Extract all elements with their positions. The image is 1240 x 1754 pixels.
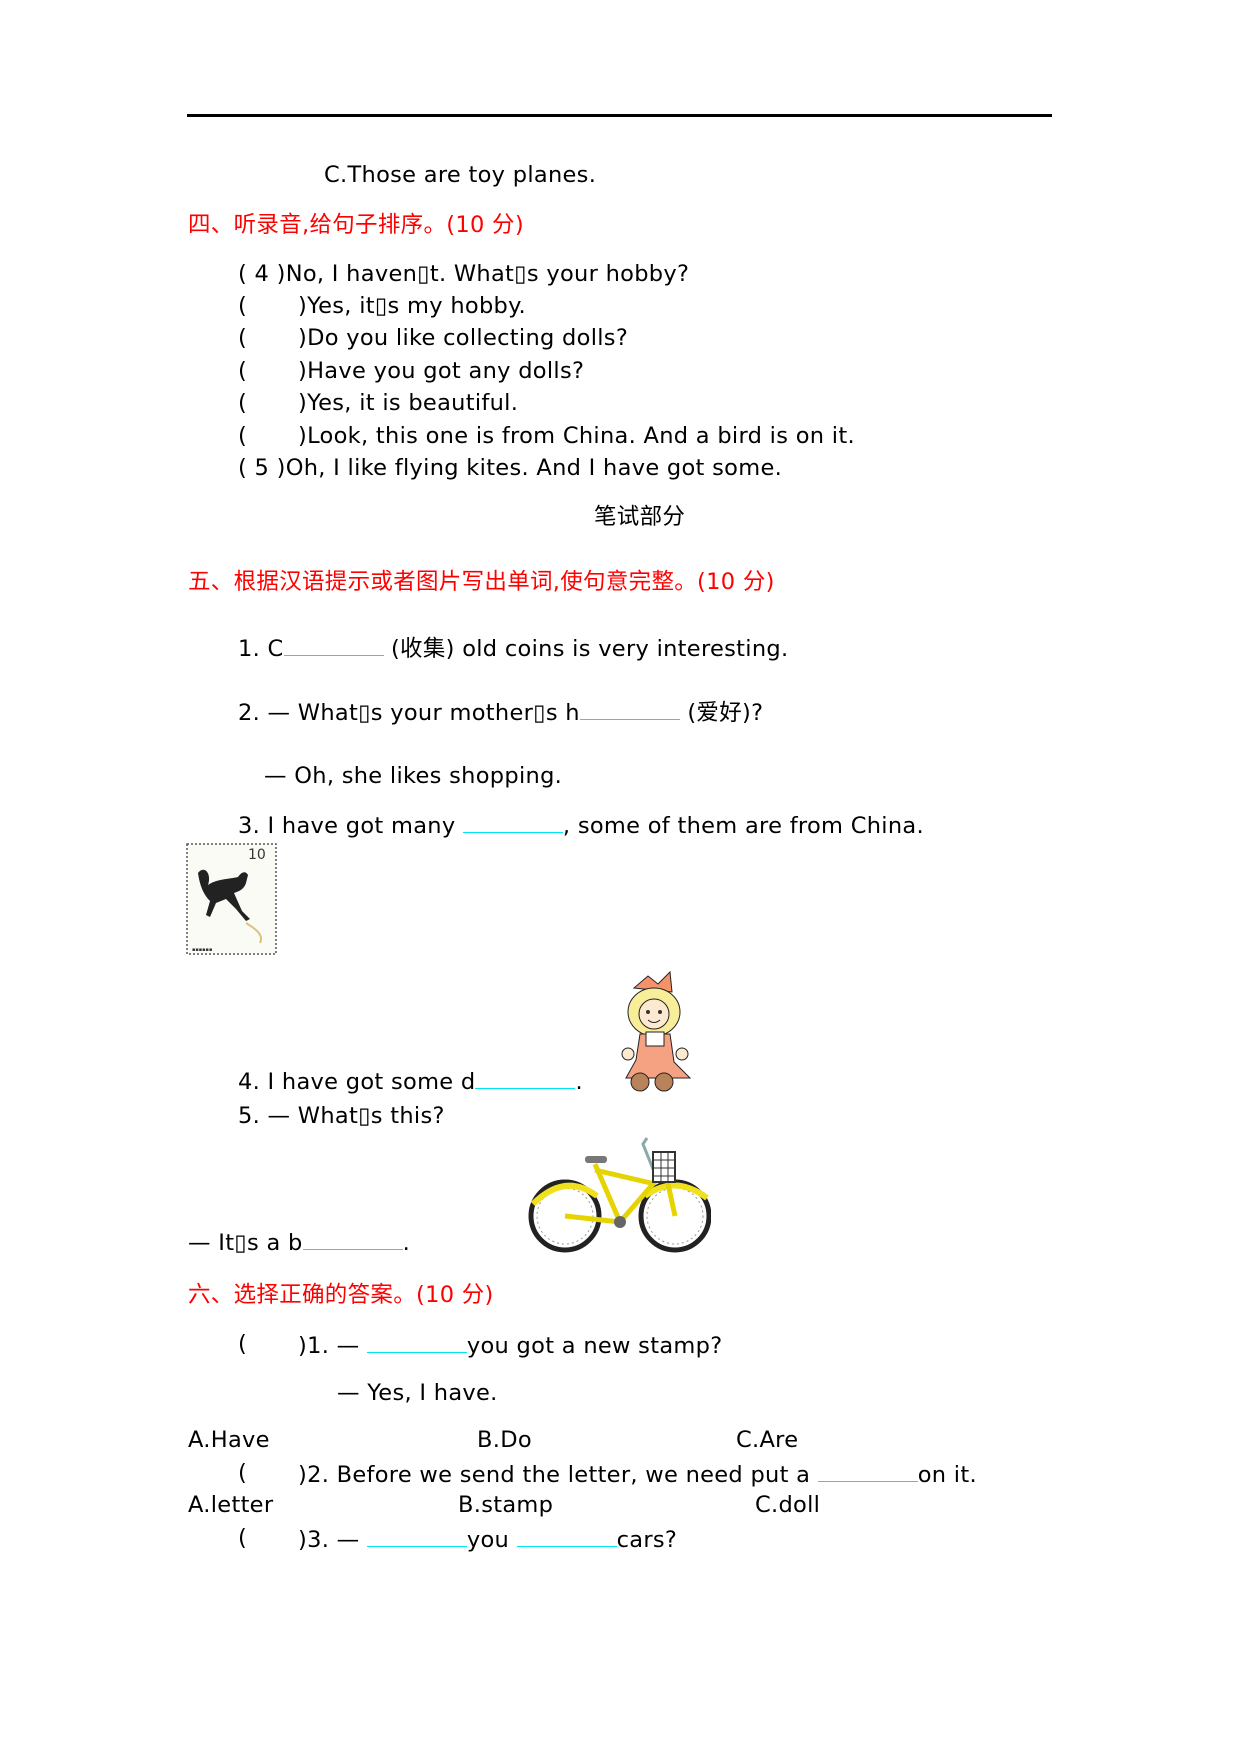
option-b[interactable]: B.stamp — [458, 1492, 554, 1518]
s5-question-3: 3. I have got many , some of them are fr… — [238, 810, 924, 840]
s5-question-2: 2. — What▯s your mother▯s h (爱好)? — [238, 697, 763, 727]
option-c[interactable]: C.doll — [755, 1492, 821, 1518]
answer-paren[interactable]: ( 4 ) — [238, 261, 286, 287]
list-item: ( )Yes, it▯s my hobby. — [238, 292, 526, 320]
list-item: ( )Look, this one is from China. And a bi… — [238, 422, 855, 450]
answer-paren[interactable]: ( — [238, 423, 248, 449]
answer-blank[interactable] — [366, 1330, 467, 1353]
list-item: ( 4 )No, I haven▯t. What▯s your hobby? — [238, 260, 689, 288]
answer-paren[interactable]: ( — [238, 325, 248, 351]
sentence: Oh, I like flying kites. And I have got … — [285, 455, 783, 481]
answer-blank[interactable] — [462, 810, 563, 833]
s5-question-4: 4. I have got some d. — [238, 1066, 583, 1096]
bicycle-image — [528, 1137, 711, 1253]
answer-paren[interactable]: ( — [238, 1331, 248, 1357]
answer-paren[interactable]: ( 5 ) — [238, 455, 286, 481]
sentence: No, I haven▯t. What▯s your hobby? — [285, 261, 690, 287]
s6-question-1: ()1. — you got a new stamp? — [238, 1331, 723, 1359]
header-rule — [187, 114, 1052, 117]
doll-image — [621, 970, 692, 1092]
answer-blank[interactable] — [516, 1524, 617, 1547]
answer-blank[interactable] — [579, 697, 680, 720]
section4-heading: 四、听录音,给句子排序。(10 分) — [188, 212, 524, 238]
s5-question-5: 5. — What▯s this? — [238, 1103, 445, 1129]
section6-heading: 六、选择正确的答案。(10 分) — [188, 1282, 494, 1308]
s5-question-2-answer: — Oh, she likes shopping. — [264, 763, 563, 789]
s5-question-1: 1. C (收集) old coins is very interesting. — [238, 633, 788, 663]
answer-paren[interactable]: ( — [238, 358, 248, 384]
s6-question-1-answer: — Yes, I have. — [337, 1380, 498, 1406]
option-b[interactable]: B.Do — [477, 1427, 532, 1453]
option-a[interactable]: A.Have — [188, 1427, 270, 1453]
answer-blank[interactable] — [302, 1227, 403, 1250]
list-item: ( )Yes, it is beautiful. — [238, 389, 518, 417]
answer-blank[interactable] — [817, 1459, 918, 1482]
s6-question-3: ()3. — you cars? — [238, 1525, 678, 1553]
list-item: ( 5 )Oh, I like flying kites. And I have… — [238, 454, 782, 482]
stamp-value: 10 — [248, 847, 266, 863]
s5-question-5-answer: — It▯s a b. — [188, 1227, 410, 1257]
sentence: )Do you like collecting dolls? — [298, 325, 629, 351]
answer-blank[interactable] — [475, 1066, 576, 1089]
answer-blank[interactable] — [366, 1524, 467, 1547]
option-a[interactable]: A.letter — [188, 1492, 274, 1518]
list-item: ( )Do you like collecting dolls? — [238, 324, 628, 352]
list-item: ( )Have you got any dolls? — [238, 357, 584, 385]
option-c[interactable]: C.Are — [736, 1427, 799, 1453]
section5-heading: 五、根据汉语提示或者图片写出单词,使句意完整。(10 分) — [188, 569, 775, 595]
horse-stamp-image: 10 ▪▪▪▪▪▪ — [186, 843, 277, 955]
sentence: )Look, this one is from China. And a bir… — [298, 423, 855, 449]
answer-paren[interactable]: ( — [238, 293, 248, 319]
answer-paren[interactable]: ( — [238, 390, 248, 416]
sentence: )Have you got any dolls? — [298, 358, 585, 384]
sentence: )Yes, it▯s my hobby. — [298, 293, 526, 319]
written-part-title: 笔试部分 — [594, 504, 686, 530]
svg-text:▪▪▪▪▪▪: ▪▪▪▪▪▪ — [192, 947, 212, 953]
answer-blank[interactable] — [283, 633, 384, 656]
sentence: )Yes, it is beautiful. — [298, 390, 519, 416]
answer-paren[interactable]: ( — [238, 1460, 248, 1486]
answer-paren[interactable]: ( — [238, 1525, 248, 1551]
option-c-text: C.Those are toy planes. — [324, 162, 597, 188]
s6-question-2: ()2. Before we send the letter, we need … — [238, 1460, 977, 1488]
